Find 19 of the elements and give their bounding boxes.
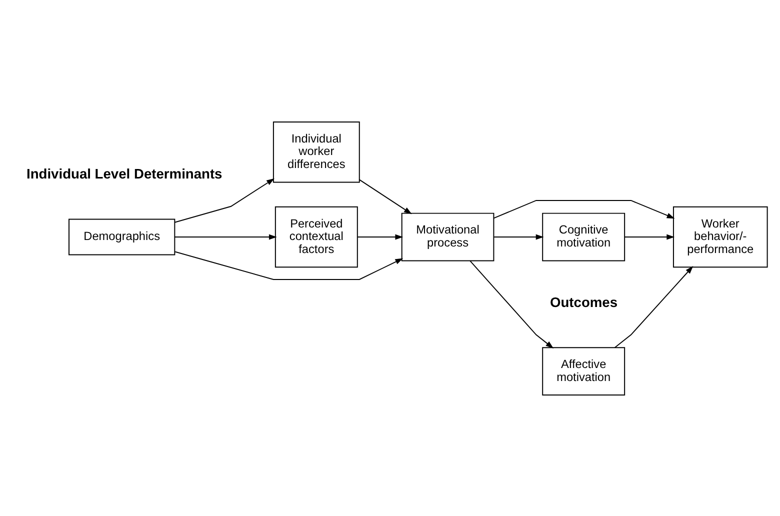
node-box: Worker behavior/- performance <box>672 206 768 268</box>
arrow <box>624 234 675 240</box>
label: Outcomes <box>550 293 618 310</box>
node-box: Motivational process <box>401 212 494 261</box>
arrow <box>470 260 554 348</box>
label: Individual Level Determinants <box>26 164 222 181</box>
arrow <box>357 234 404 240</box>
arrow <box>614 266 694 348</box>
arrow <box>358 178 412 214</box>
node-box: Perceived contextual factors <box>274 206 358 268</box>
node-box: Affective motivation <box>542 346 626 396</box>
arrow <box>174 178 274 222</box>
arrow <box>174 250 404 280</box>
arrow <box>493 199 675 218</box>
arrow <box>174 234 277 240</box>
node-box: Cognitive motivation <box>542 212 626 261</box>
node-box: Demographics <box>68 218 176 255</box>
node-box: Individual worker differences <box>272 120 360 182</box>
arrow <box>494 234 544 240</box>
